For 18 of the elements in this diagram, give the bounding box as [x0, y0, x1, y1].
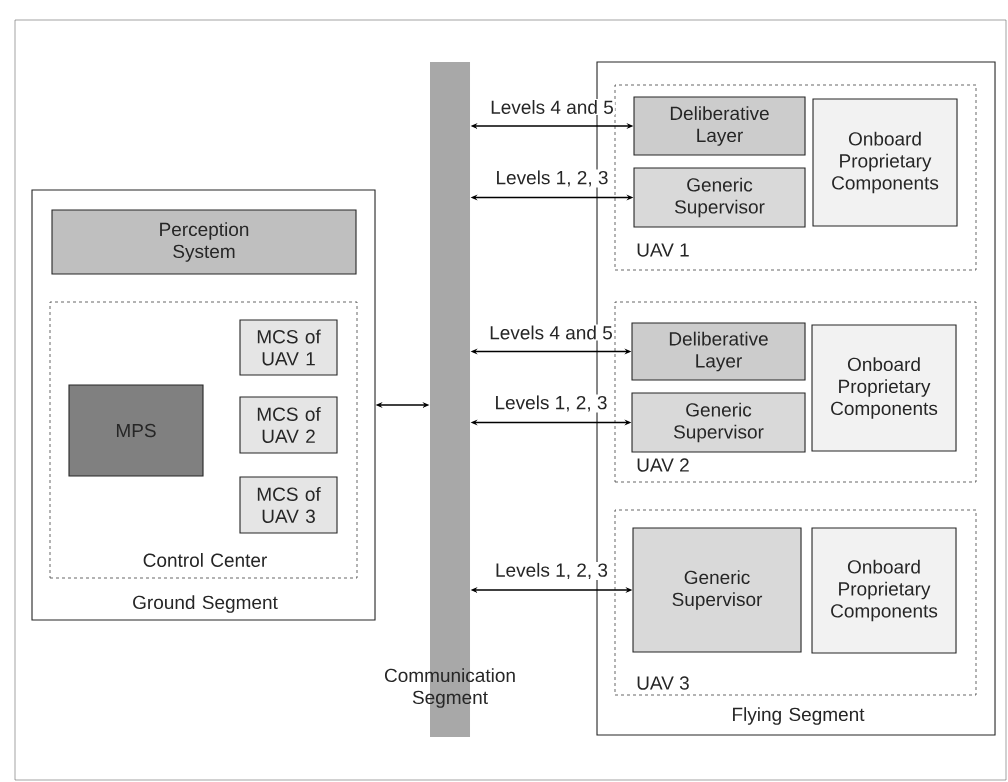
edge-label: Levels 4 and 5	[488, 324, 614, 341]
components-box: Onboard Proprietary Components	[811, 324, 957, 452]
layer-box: Deliberative Layer	[633, 96, 806, 156]
station-box: MCS of UAV 1	[239, 319, 338, 376]
system-box: Perception System	[51, 209, 357, 275]
edge-label: Levels 1, 2, 3	[493, 394, 609, 413]
components-box: Onboard Proprietary Components	[812, 98, 958, 227]
planner-box: MPS	[68, 384, 204, 477]
edge-label: Levels 1, 2, 3	[494, 561, 609, 581]
components-box: Onboard Proprietary Components	[811, 527, 957, 654]
station-box: MCS of UAV 2	[239, 396, 338, 454]
supervisor-box: Generic Supervisor	[631, 392, 806, 453]
supervisor-box: Generic Supervisor	[633, 167, 806, 228]
edge-label: Levels 4 and 5	[489, 99, 615, 115]
station-box: MCS of UAV 3	[239, 476, 338, 534]
supervisor-box: Generic Supervisor	[632, 527, 802, 653]
edge-label: Levels 1, 2, 3	[494, 169, 610, 188]
layer-box: Deliberative Layer	[631, 322, 806, 381]
